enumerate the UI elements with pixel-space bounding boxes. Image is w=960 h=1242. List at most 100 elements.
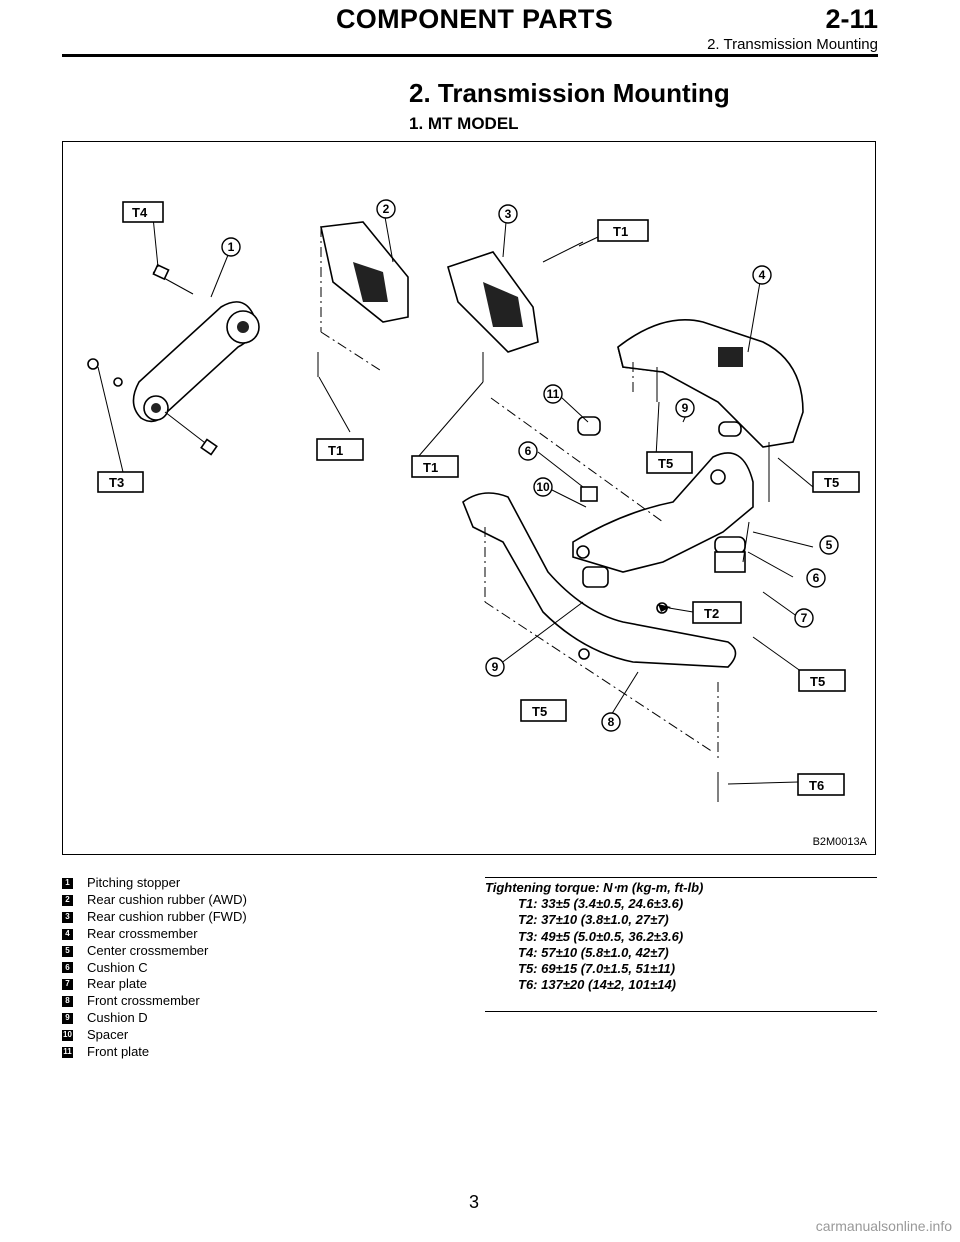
list-item: 7 Rear plate	[62, 976, 462, 993]
torque-tag: T5	[798, 669, 846, 692]
rear-cushion-fwd-drawing	[447, 241, 584, 382]
part-name: Rear crossmember	[87, 925, 198, 941]
svg-text:T5: T5	[824, 475, 839, 490]
part-number-badge: 5	[62, 945, 73, 957]
watermark: carmanualsonline.info	[815, 1218, 952, 1234]
list-item: 6 Cushion C	[62, 960, 462, 977]
callout-9: 9	[675, 398, 695, 418]
svg-text:T3: T3	[109, 475, 124, 490]
part-name: Center crossmember	[87, 942, 209, 958]
leader-lines	[97, 216, 814, 785]
svg-text:10: 10	[536, 480, 550, 494]
callout-1: 1	[221, 237, 241, 257]
part-number-badge: 9	[62, 1013, 73, 1025]
part-number-badge: 11	[62, 1047, 73, 1059]
svg-text:T5: T5	[810, 674, 825, 689]
torque-tag: T5	[812, 471, 860, 493]
torque-tag: T4	[122, 201, 164, 223]
page-number: 3	[469, 1192, 480, 1212]
svg-text:T1: T1	[613, 224, 628, 239]
subsection-title: 1. MT MODEL	[409, 114, 519, 133]
part-number-badge: 8	[62, 996, 73, 1008]
torque-value: T5: 69±15 (7.0±1.5, 51±11)	[518, 961, 676, 977]
part-number-badge: 4	[62, 928, 73, 940]
list-item: 4 Rear crossmember	[62, 926, 462, 943]
torque-tag: T1	[597, 219, 649, 242]
callout-2: 2	[376, 199, 396, 219]
svg-text:9: 9	[682, 401, 689, 415]
torque-tag: T3	[97, 471, 144, 493]
callout-10: 10	[533, 477, 553, 497]
torque-tag: T5	[520, 699, 567, 722]
torque-heading: Tightening torque: N⋅m (kg-m, ft-lb)	[485, 880, 704, 895]
part-number-badge: 6	[62, 962, 73, 974]
list-item: 8 Front crossmember	[62, 993, 462, 1010]
svg-text:T4: T4	[132, 205, 148, 220]
torque-tag: T5	[646, 451, 693, 474]
divider	[485, 877, 877, 878]
callout-9b: 9	[485, 657, 505, 677]
part-number-badge: 2	[62, 894, 73, 906]
svg-text:5: 5	[826, 538, 833, 552]
svg-text:6: 6	[813, 571, 820, 585]
exploded-diagram: T4 T1 T3 T1 T1 T5 T5 T2 T5 T5 T6 1 2 3 4…	[62, 141, 876, 855]
part-name: Rear cushion rubber (FWD)	[87, 908, 247, 924]
torque-spec-box: Tightening torque: N⋅m (kg-m, ft-lb) T1:…	[485, 877, 877, 1012]
list-item: 1 Pitching stopper	[62, 875, 462, 892]
rear-cushion-awd-drawing	[317, 221, 409, 377]
torque-value: T3: 49±5 (5.0±0.5, 36.2±3.6)	[518, 928, 684, 944]
header-title: COMPONENT PARTS	[336, 4, 614, 34]
part-number-badge: 1	[62, 877, 73, 889]
svg-text:9: 9	[492, 660, 499, 674]
callout-11: 11	[543, 384, 563, 404]
part-name: Front plate	[87, 1044, 150, 1060]
svg-text:3: 3	[505, 207, 512, 221]
svg-text:T5: T5	[532, 704, 547, 719]
part-name: Rear cushion rubber (AWD)	[87, 891, 247, 907]
part-name: Pitching stopper	[87, 875, 181, 890]
diagram-drawing: T4 T1 T3 T1 T1 T5 T5 T2 T5 T5 T6 1 2 3 4…	[87, 199, 860, 802]
list-item: 11 Front plate	[62, 1044, 462, 1061]
svg-text:T6: T6	[809, 778, 824, 793]
callout-8: 8	[601, 712, 621, 732]
svg-text:7: 7	[801, 611, 808, 625]
callout-5: 5	[819, 535, 839, 555]
callout-7: 7	[794, 608, 814, 628]
center-crossmember-drawing	[572, 452, 754, 573]
pitching-stopper-drawing	[87, 263, 260, 456]
torque-tag: T1	[316, 438, 364, 461]
callout-6b: 6	[806, 568, 826, 588]
torque-value: T6: 137±20 (14±2, 101±14)	[518, 977, 676, 993]
header-rule	[62, 54, 878, 57]
svg-text:2: 2	[383, 202, 390, 216]
figure-id: B2M0013A	[812, 836, 867, 848]
callout-4: 4	[752, 265, 772, 285]
part-name: Spacer	[87, 1027, 129, 1043]
part-number-badge: 3	[62, 911, 73, 923]
part-name: Front crossmember	[87, 993, 200, 1009]
torque-tag: T6	[797, 773, 845, 796]
svg-text:6: 6	[525, 444, 532, 458]
svg-text:1: 1	[228, 240, 235, 254]
part-callouts: 1 2 3 4 11 9 6 10 5 6 7 9 8	[221, 199, 839, 732]
torque-tag: T2	[692, 601, 742, 624]
svg-text:4: 4	[759, 268, 766, 282]
part-name: Rear plate	[87, 976, 147, 992]
list-item: 10 Spacer	[62, 1027, 462, 1044]
part-number-badge: 10	[62, 1030, 73, 1042]
torque-value: T2: 37±10 (3.8±1.0, 27±7)	[518, 912, 669, 928]
torque-tag: T1	[411, 455, 459, 478]
torque-value: T4: 57±10 (5.8±1.0, 42±7)	[518, 944, 669, 960]
section-number: 2-11	[825, 4, 878, 34]
rear-crossmember-drawing	[617, 319, 804, 448]
part-name: Cushion C	[87, 959, 148, 975]
svg-text:11: 11	[547, 387, 560, 401]
front-crossmember-drawing	[462, 492, 737, 753]
divider	[485, 1010, 877, 1012]
torque-tags: T4 T1 T3 T1 T1 T5 T5 T2 T5 T5 T6	[97, 201, 860, 796]
callout-6: 6	[518, 441, 538, 461]
header-subtitle: 2. Transmission Mounting	[707, 36, 878, 53]
svg-text:T1: T1	[423, 460, 438, 475]
part-number-badge: 7	[62, 979, 73, 991]
